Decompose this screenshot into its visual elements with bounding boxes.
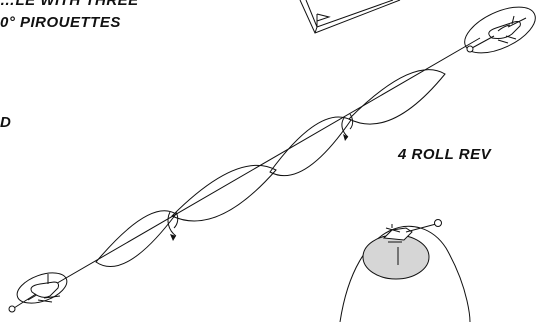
roll-lobe-2: [171, 164, 277, 222]
rotation-arrow-icon: [341, 113, 354, 141]
roll-lobe-4: [348, 69, 446, 125]
helicopter-icon: [382, 219, 442, 243]
label-roll-reversal: 4 ROLL REV: [397, 146, 493, 163]
helicopter-icon: [8, 272, 68, 313]
label-top-line2: 0° PIROUETTES: [0, 14, 121, 31]
flight-path-line: [27, 37, 481, 301]
label-left-fragment: D: [0, 114, 11, 131]
roll-lobe-1: [95, 210, 177, 267]
roll-lobe-3: [269, 116, 352, 177]
flight-box: [299, 0, 401, 34]
rotation-arrow-icon: [167, 211, 179, 241]
loop-figure: [339, 225, 471, 322]
flag-icon: [316, 13, 331, 27]
label-top-line1: …LE WITH THREE: [0, 0, 139, 9]
helicopter-icon: [464, 6, 536, 54]
roll-lobes: [95, 69, 446, 267]
